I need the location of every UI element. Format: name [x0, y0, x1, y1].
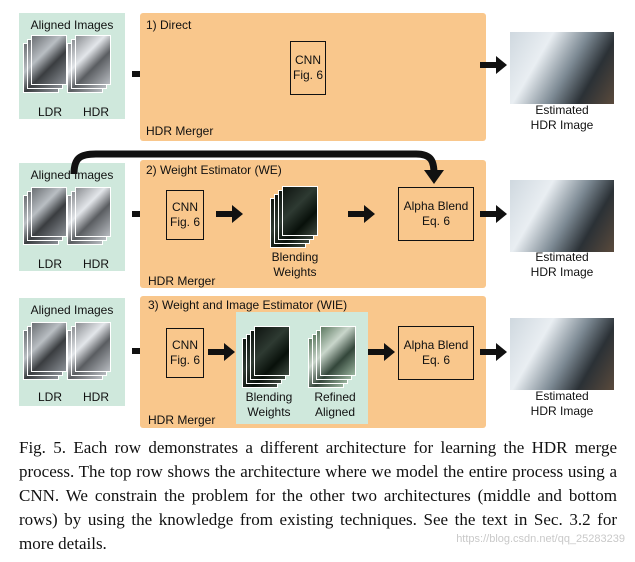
arrow-right-icon — [216, 205, 243, 223]
cnn-label: CNN — [172, 338, 198, 352]
hdr-image-stack — [67, 35, 111, 93]
aligned-images-label: Aligned Images — [30, 18, 114, 32]
cnn-fig-label: Fig. 6 — [169, 215, 200, 229]
watermark: https://blog.csdn.net/qq_25283239 — [456, 533, 625, 545]
hdr-image — [75, 35, 111, 85]
estimated-hdr-photo — [510, 32, 614, 104]
figure-caption: Fig. 5. Each row demonstrates a differen… — [19, 438, 617, 553]
aligned-images-label: Aligned Images — [30, 168, 114, 182]
hdr-image-stack — [67, 187, 111, 245]
hdr-image — [75, 187, 111, 237]
estimated-label: Estimated — [535, 103, 589, 117]
arrow-right-icon — [480, 56, 507, 74]
cnn-label: CNN — [295, 53, 321, 67]
equation-label: Eq. 6 — [421, 353, 451, 367]
hdr-image — [75, 322, 111, 372]
hdr-image-label: HDR Image — [530, 118, 594, 132]
cnn-fig-label: Fig. 6 — [169, 353, 200, 367]
architecture-title: 3) Weight and Image Estimator (WIE) — [148, 298, 348, 312]
weights-label: Weights — [247, 405, 291, 419]
refined-aligned-stack — [308, 326, 356, 388]
cnn-box: CNN Fig. 6 — [166, 190, 204, 240]
hdr-label: HDR — [83, 257, 109, 271]
refined-image — [320, 326, 356, 376]
skip-connection-arrow-icon — [70, 150, 444, 184]
ldr-image-stack — [23, 187, 67, 245]
architecture-title: 2) Weight Estimator (WE) — [146, 163, 282, 177]
hdr-label: HDR — [83, 390, 109, 404]
blending-weights-stack — [270, 186, 318, 248]
hdr-merger-we: 2) Weight Estimator (WE) CNN Fig. 6 Blen… — [140, 160, 486, 288]
cnn-box: CNN Fig. 6 — [290, 41, 326, 95]
blending-label: Blending — [245, 390, 293, 404]
hdr-merger-direct: 1) Direct CNN Fig. 6 HDR Merger — [140, 13, 486, 141]
hdr-merger-wie: 3) Weight and Image Estimator (WIE) CNN … — [140, 296, 486, 428]
aligned-images-panel-2: Aligned Images LDR HDR — [19, 163, 125, 271]
arrow-right-icon — [368, 343, 395, 361]
ldr-image — [31, 35, 67, 85]
weights-and-refined-panel: Blending Weights Refined Aligned — [236, 312, 368, 424]
arrow-right-icon — [480, 343, 507, 361]
alpha-blend-box: Alpha Blend Eq. 6 — [398, 187, 474, 241]
cnn-fig-label: Fig. 6 — [292, 68, 323, 82]
aligned-images-panel-3: Aligned Images LDR HDR — [19, 298, 125, 406]
estimated-label: Estimated — [535, 389, 589, 403]
alpha-blend-label: Alpha Blend — [403, 338, 469, 352]
ldr-label: LDR — [38, 105, 63, 119]
weight-map — [282, 186, 318, 236]
equation-label: Eq. 6 — [421, 214, 451, 228]
hdr-merger-label: HDR Merger — [148, 413, 216, 427]
blending-label: Blending — [271, 250, 319, 264]
ldr-label: LDR — [38, 257, 63, 271]
alpha-blend-box: Alpha Blend Eq. 6 — [398, 326, 474, 380]
estimated-hdr-photo — [510, 180, 614, 252]
hdr-image-label: HDR Image — [530, 404, 594, 418]
aligned-label: Aligned — [314, 405, 356, 419]
cnn-label: CNN — [172, 200, 198, 214]
hdr-label: HDR — [83, 105, 109, 119]
aligned-images-panel-1: Aligned Images LDR HDR — [19, 13, 125, 119]
arrow-right-icon — [480, 205, 507, 223]
estimated-label: Estimated — [535, 250, 589, 264]
aligned-images-label: Aligned Images — [30, 303, 114, 317]
hdr-image-label: HDR Image — [530, 265, 594, 279]
alpha-blend-label: Alpha Blend — [403, 199, 469, 213]
estimated-hdr-photo — [510, 318, 614, 390]
ldr-label: LDR — [38, 390, 63, 404]
hdr-image-stack — [67, 322, 111, 380]
ldr-image-stack — [23, 35, 67, 93]
ldr-image-stack — [23, 322, 67, 380]
weights-label: Weights — [273, 265, 317, 279]
arrow-right-icon — [348, 205, 375, 223]
refined-label: Refined — [314, 390, 356, 404]
ldr-image — [31, 187, 67, 237]
blending-weights-stack — [242, 326, 290, 388]
hdr-merger-label: HDR Merger — [148, 274, 216, 288]
arrow-right-icon — [208, 343, 235, 361]
architecture-title: 1) Direct — [146, 18, 192, 32]
weight-map — [254, 326, 290, 376]
ldr-image — [31, 322, 67, 372]
hdr-merger-label: HDR Merger — [146, 124, 214, 138]
cnn-box: CNN Fig. 6 — [166, 328, 204, 378]
